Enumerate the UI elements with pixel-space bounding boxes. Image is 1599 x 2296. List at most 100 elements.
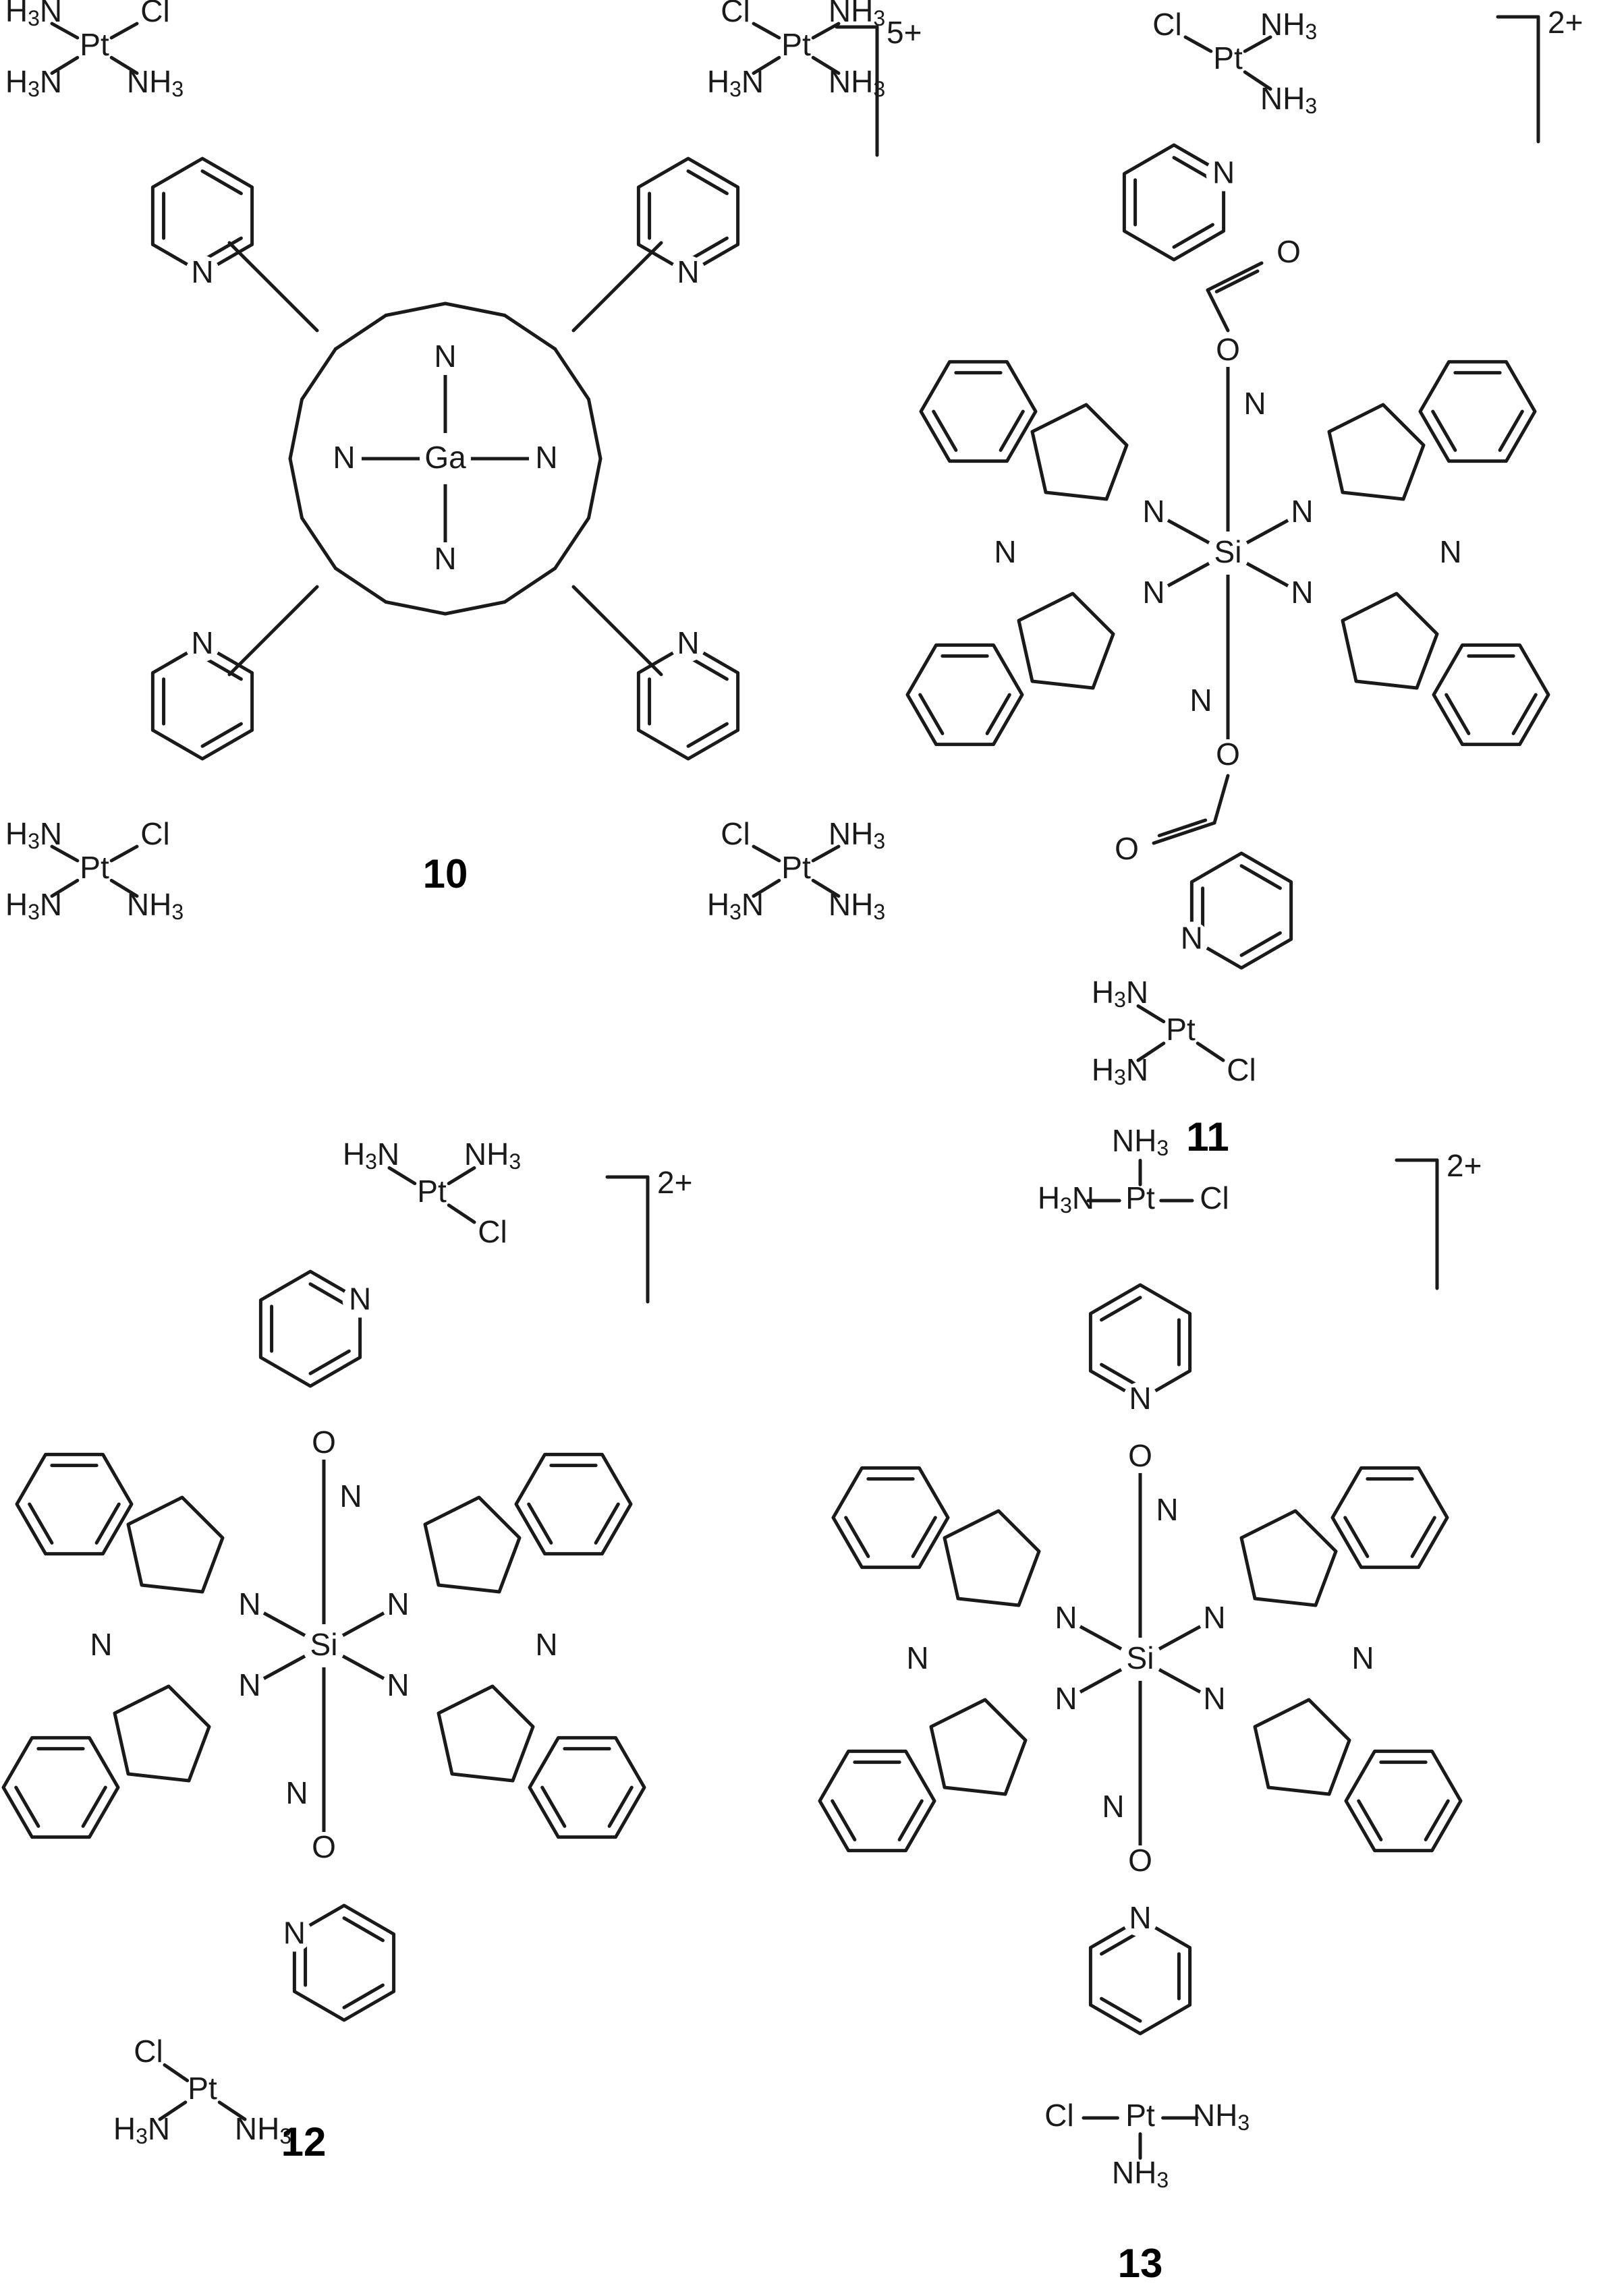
compound10-pt-3-pt-bond (811, 844, 841, 863)
compound10-pyridine-1-double (686, 169, 729, 196)
compound13-pyrrole-0 (943, 1509, 1041, 1607)
compound13-pt-top-nh3: NH3 (1112, 1123, 1169, 1160)
compound11-ester-bond (1206, 288, 1230, 333)
compound13-core-n-mask (1050, 1603, 1082, 1635)
compound13-pyridine-bottom-n: N (1129, 1900, 1151, 1935)
compound12-pyrrole-2 (113, 1684, 211, 1783)
compound12-pyridine-top-double (308, 1349, 351, 1375)
compound10-pt-2-nh3: NH3 (127, 887, 184, 924)
compound12-benzo-0-double (28, 1502, 54, 1545)
compound11-benzo-3-double (1444, 693, 1471, 735)
ga-mask (420, 433, 471, 484)
compound12-core-n: N (387, 1586, 409, 1621)
compound11-pt-bottom-cl: Cl (1227, 1052, 1256, 1087)
compound11-pt-top-pt-bond (1243, 70, 1272, 91)
compound11-benzo-3 (1432, 643, 1550, 747)
compound12-pyridine-bottom-double (342, 1983, 385, 2009)
compound-11-label: 11 (1186, 1114, 1229, 1159)
compound10-pyridine-3-n-mask (671, 627, 706, 662)
compound13-benzo-3-double (1424, 1799, 1450, 1841)
compound12-pyridine-top-n-mask (342, 1282, 378, 1318)
compound10-pt-1-pt-bond (752, 22, 781, 40)
compound10-pt-1-pt-bond (811, 55, 841, 75)
compound11-benzo-2-double (985, 693, 1011, 735)
porphyrin-bond (384, 600, 447, 616)
compound10-pt-0-nh3: NH3 (127, 64, 184, 101)
compound11-bottom-o: O (1216, 737, 1240, 772)
porphyrin-bond (333, 567, 388, 604)
compound12-meso-n-mask (85, 1630, 117, 1662)
porphyrin-n: N (434, 339, 456, 374)
compound12-pt-bottom-nh3: NH3 (235, 2111, 291, 2148)
compound12-core-n-mask (382, 1670, 414, 1702)
compound11-carbonyl (1157, 818, 1208, 838)
compound10-pt-2-pt-bond (50, 878, 80, 898)
compound10-pyridine-1-n-mask (671, 256, 706, 291)
compound11-benzo-1-double (1498, 409, 1524, 452)
compound11-pt-bottom-pt: Pt (1166, 1012, 1196, 1047)
compound11-si-mask (1206, 532, 1250, 575)
compound12-bottom-o-mask (308, 1832, 340, 1864)
compound13-pt-top-h3n: H3N (1038, 1180, 1094, 1217)
compound12-pyridine-bottom-double (342, 1916, 385, 1943)
compound13-pyridine-top-double (1100, 1362, 1142, 1389)
compound10-pt-0-pt-bond (50, 22, 80, 40)
compound13-benzo-2-double (897, 1799, 924, 1841)
porphyrin-n-mask (428, 340, 463, 375)
compound13-pyridine-bottom-double (1100, 1930, 1142, 1956)
compound11-meso-n: N (1439, 534, 1461, 569)
compound13-benzo-0-double (844, 1516, 870, 1558)
compound13-pyridine-top-n-mask (1123, 1382, 1158, 1417)
compound13-si-mask (1119, 1638, 1162, 1681)
porphyrin-bond (586, 457, 602, 520)
compound13-benzo-0-double (911, 1516, 937, 1558)
compound13-pyridine-bottom-double (1100, 1997, 1142, 2023)
compound12-top-o-mask (308, 1427, 340, 1460)
compound12-benzo-2-double (14, 1785, 40, 1828)
compound10-pt-2-pt-bond (109, 878, 139, 898)
compound12-benzo-0-double (94, 1502, 121, 1545)
compound12-pyridine-bottom-n: N (283, 1916, 306, 1951)
compound12-si-mask (302, 1624, 345, 1667)
compound12-benzo-3 (528, 1735, 646, 1839)
compound10-pt-0-pt-bond (50, 55, 80, 75)
compound11-meso-n: N (994, 534, 1016, 569)
compound11-pyridine-top-n: N (1212, 155, 1235, 190)
compound11-pyridine-top (1122, 143, 1226, 262)
porphyrin-bond (586, 397, 602, 461)
porphyrin-bond (384, 302, 447, 318)
compound11-benzo-0-double (932, 409, 958, 452)
compound11-carbonyl (1152, 821, 1216, 845)
compound11-carbonyl (1214, 269, 1260, 293)
compound11-pt-top-nh3: NH3 (1260, 7, 1317, 44)
compound13-benzo-1-double (1410, 1516, 1436, 1558)
porphyrin-bond (503, 567, 557, 604)
compound11-bottom-o-mask (1212, 739, 1244, 772)
compound13-core-n: N (1203, 1600, 1225, 1635)
compound10-pt-3-nh3: NH3 (829, 816, 885, 853)
compound13-pt-bottom-pt: Pt (1125, 2098, 1155, 2133)
compound10-pt-1-cl: Cl (721, 0, 750, 28)
compound10-pt-3-cl: Cl (721, 816, 750, 851)
compound12-pt-top-h3n: H3N (343, 1137, 399, 1174)
compound10-pyridine-3-n: N (677, 625, 699, 660)
compound12-pyrrole-0 (126, 1495, 225, 1594)
compound11-pt-top-cl: Cl (1152, 7, 1181, 42)
compound12-pyrrole-1 (423, 1495, 522, 1594)
compound12-core-n: N (387, 1667, 409, 1702)
compound11-meso-n: N (1243, 386, 1266, 421)
porphyrin-n: N (535, 440, 557, 475)
compound11-si-atom: Si (1214, 534, 1242, 569)
compound13-meso-n: N (906, 1640, 928, 1675)
compound10-pt-2-h3n: H3N (5, 816, 62, 853)
compound13-meso-n-mask (1347, 1643, 1379, 1675)
compound13-benzo-1 (1330, 1466, 1449, 1570)
compound11-pt-bottom-pt-bond (1196, 1041, 1225, 1062)
compound13-pt-top-pt: Pt (1125, 1180, 1155, 1215)
compound12-pt-top-pt: Pt (417, 1174, 447, 1209)
meso-bond (227, 241, 319, 333)
compound11-core-n: N (1291, 575, 1313, 610)
compound12-benzo-0 (15, 1452, 134, 1556)
compound13-core-n: N (1203, 1681, 1225, 1716)
